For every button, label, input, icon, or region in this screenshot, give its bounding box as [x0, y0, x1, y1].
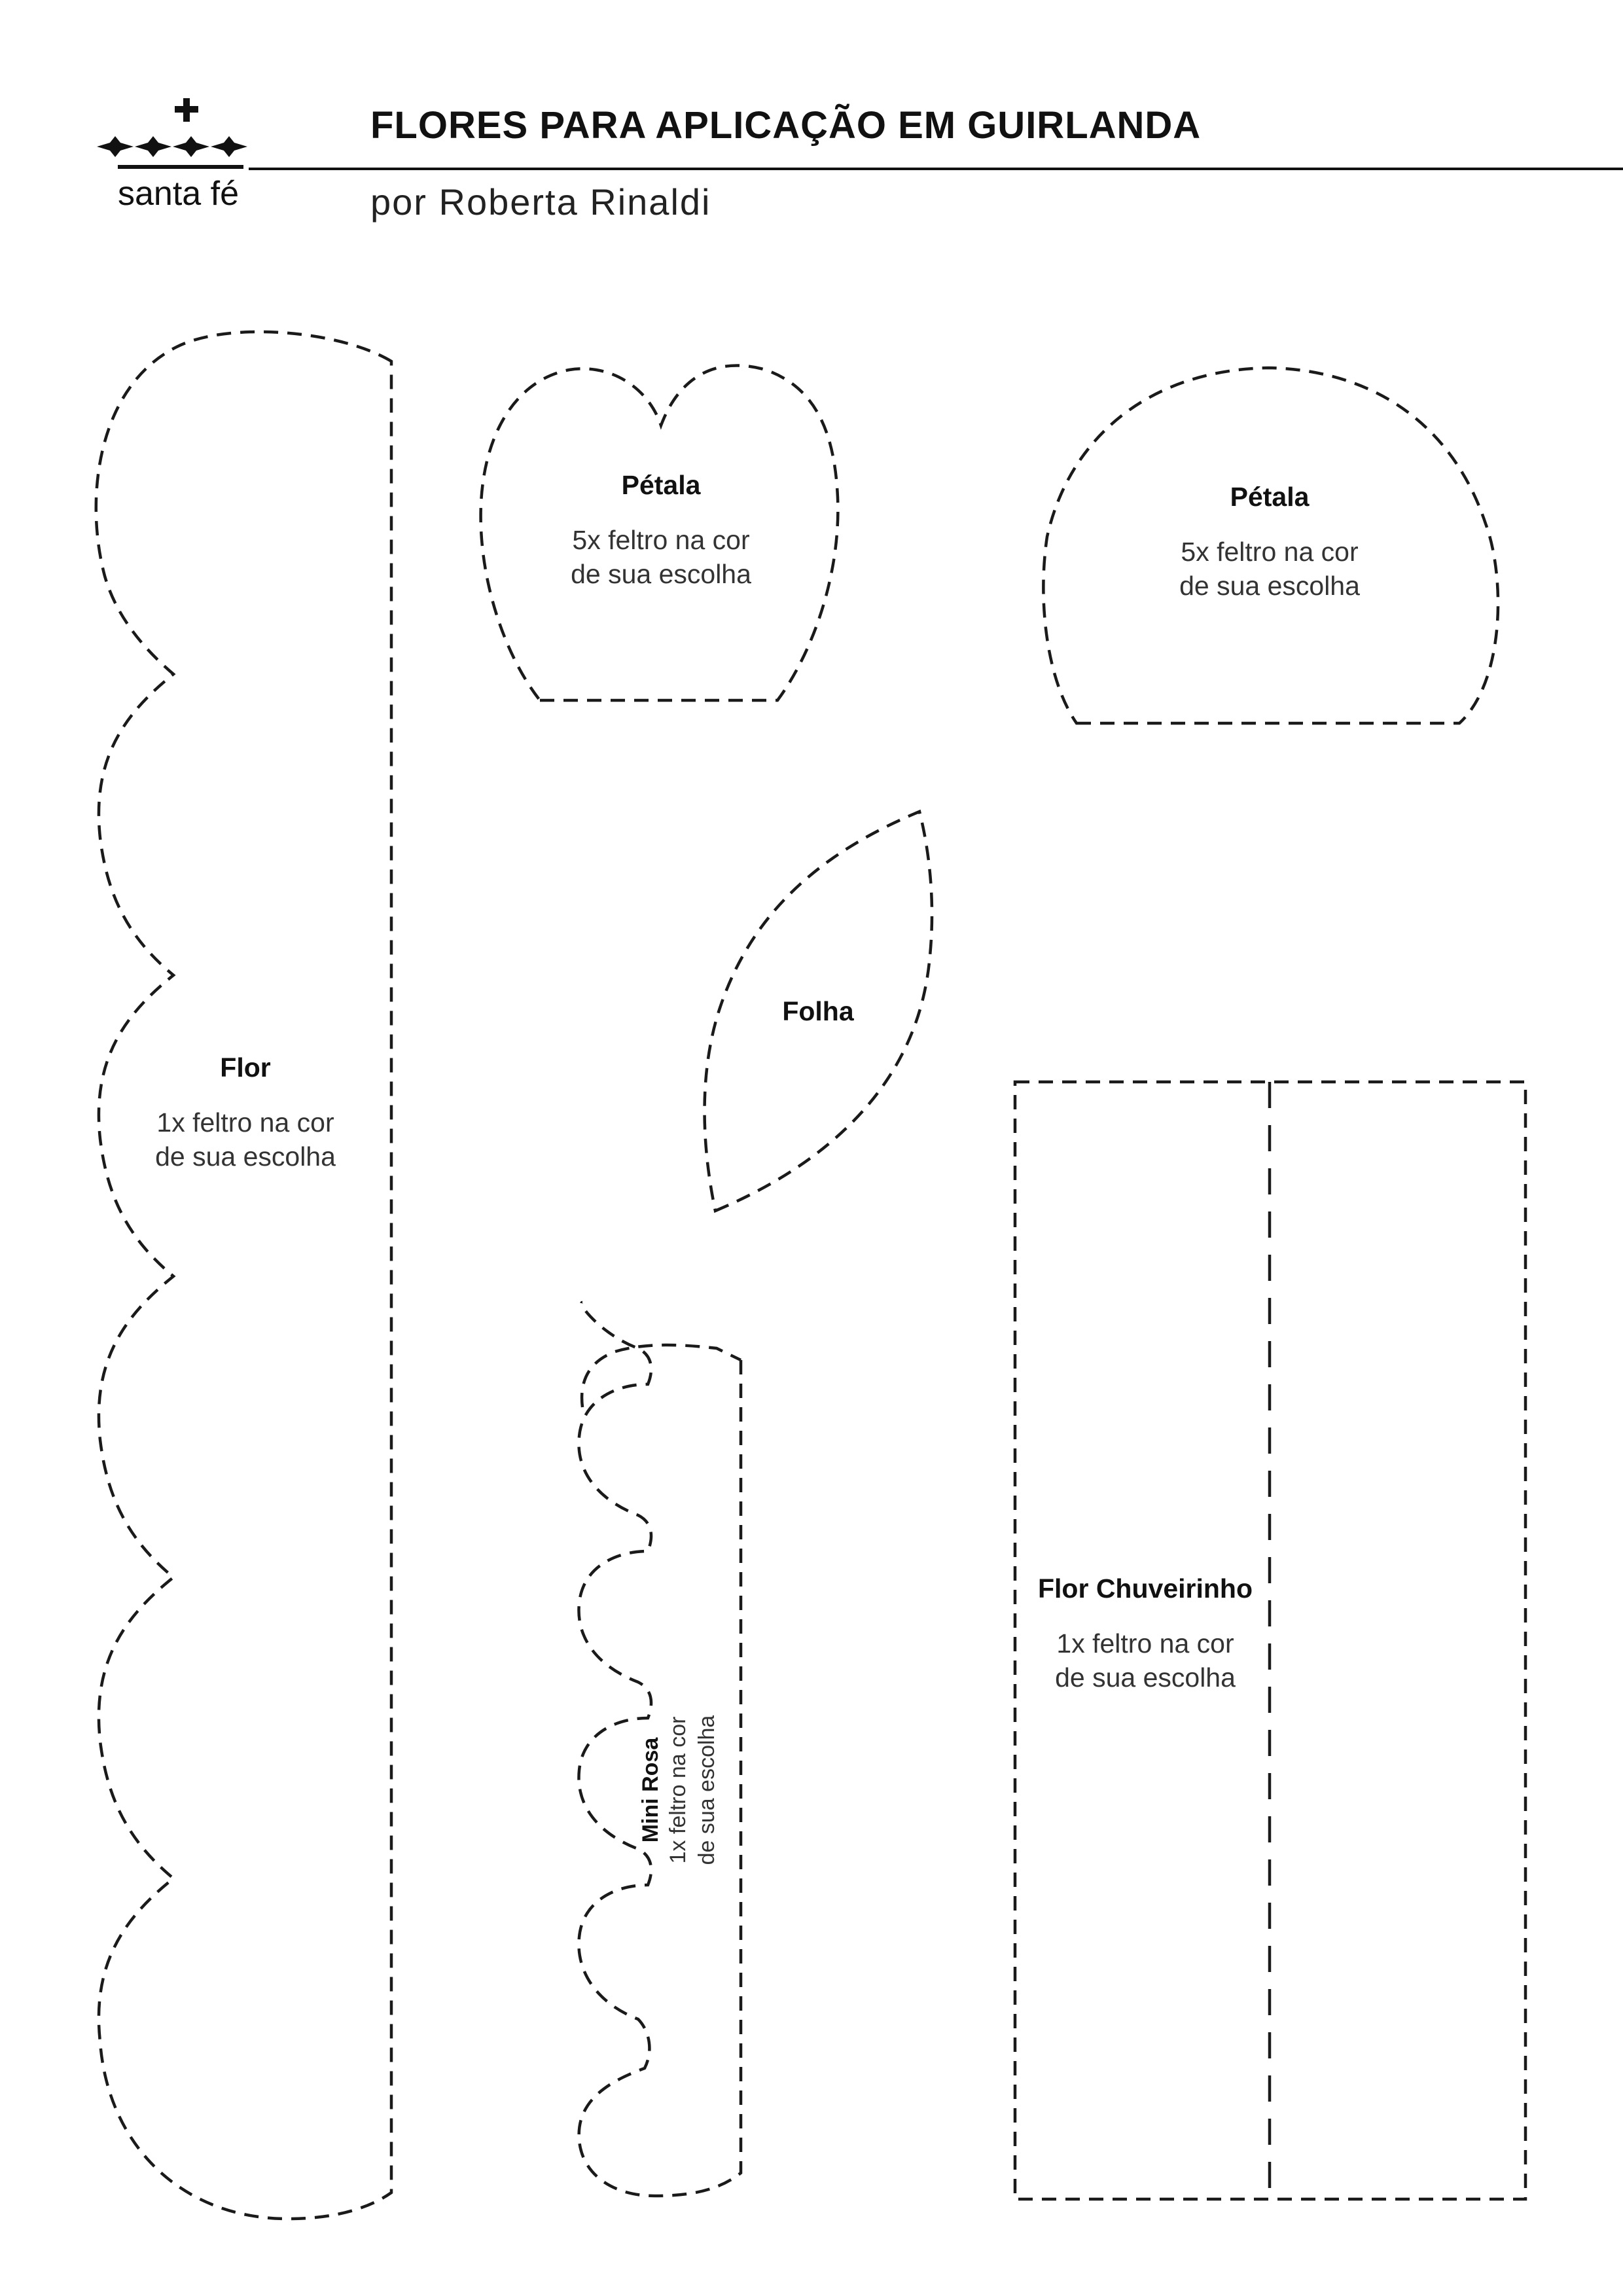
mini-rosa-outline — [577, 1300, 743, 2198]
mini-rosa-label: Mini Rosa 1x feltro na cor de sua escolh… — [638, 1659, 749, 1921]
piece-name: Flor Chuveirinho — [1038, 1573, 1253, 1604]
piece-instruction: de sua escolha — [1055, 1662, 1236, 1693]
flor-outline — [94, 330, 393, 2221]
piece-name: Flor — [220, 1052, 271, 1083]
petala-round-outline — [1042, 366, 1500, 725]
piece-instruction: 5x feltro na cor — [572, 525, 750, 555]
piece-instruction: 5x feltro na cor — [1181, 537, 1359, 567]
flor-label: Flor 1x feltro na cor de sua escolha — [134, 1052, 357, 1174]
piece-instruction: 1x feltro na cor — [1056, 1628, 1234, 1659]
flor-chuveirinho-label: Flor Chuveirinho 1x feltro na cor de sua… — [1021, 1573, 1270, 1695]
piece-name: Folha — [782, 996, 854, 1026]
piece-instruction: de sua escolha — [155, 1141, 336, 1172]
petala-heart-outline — [479, 364, 840, 702]
flor-chuveirinho-outline — [1013, 1080, 1527, 2201]
petala-round-label: Pétala 5x feltro na cor de sua escolha — [1158, 482, 1381, 603]
page-subtitle: por Roberta Rinaldi — [370, 181, 711, 223]
piece-instruction: de sua escolha — [571, 559, 751, 589]
piece-name: Pétala — [621, 470, 701, 500]
piece-instruction: 1x feltro na cor — [156, 1107, 334, 1138]
piece-instruction: 1x feltro na cor — [666, 1716, 690, 1864]
piece-instruction: de sua escolha — [694, 1715, 719, 1865]
piece-name: Mini Rosa — [638, 1737, 663, 1843]
santa-fe-logo-icon — [97, 98, 247, 169]
folha-label: Folha — [753, 996, 883, 1027]
folha-outline — [703, 809, 934, 1213]
piece-name: Pétala — [1230, 482, 1310, 512]
header-divider — [249, 168, 1623, 170]
page-title: FLORES PARA APLICAÇÃO EM GUIRLANDA — [370, 104, 1202, 147]
piece-instruction: de sua escolha — [1179, 571, 1360, 601]
petala-heart-label: Pétala 5x feltro na cor de sua escolha — [550, 470, 772, 591]
brand-name: santa fé — [118, 175, 240, 213]
